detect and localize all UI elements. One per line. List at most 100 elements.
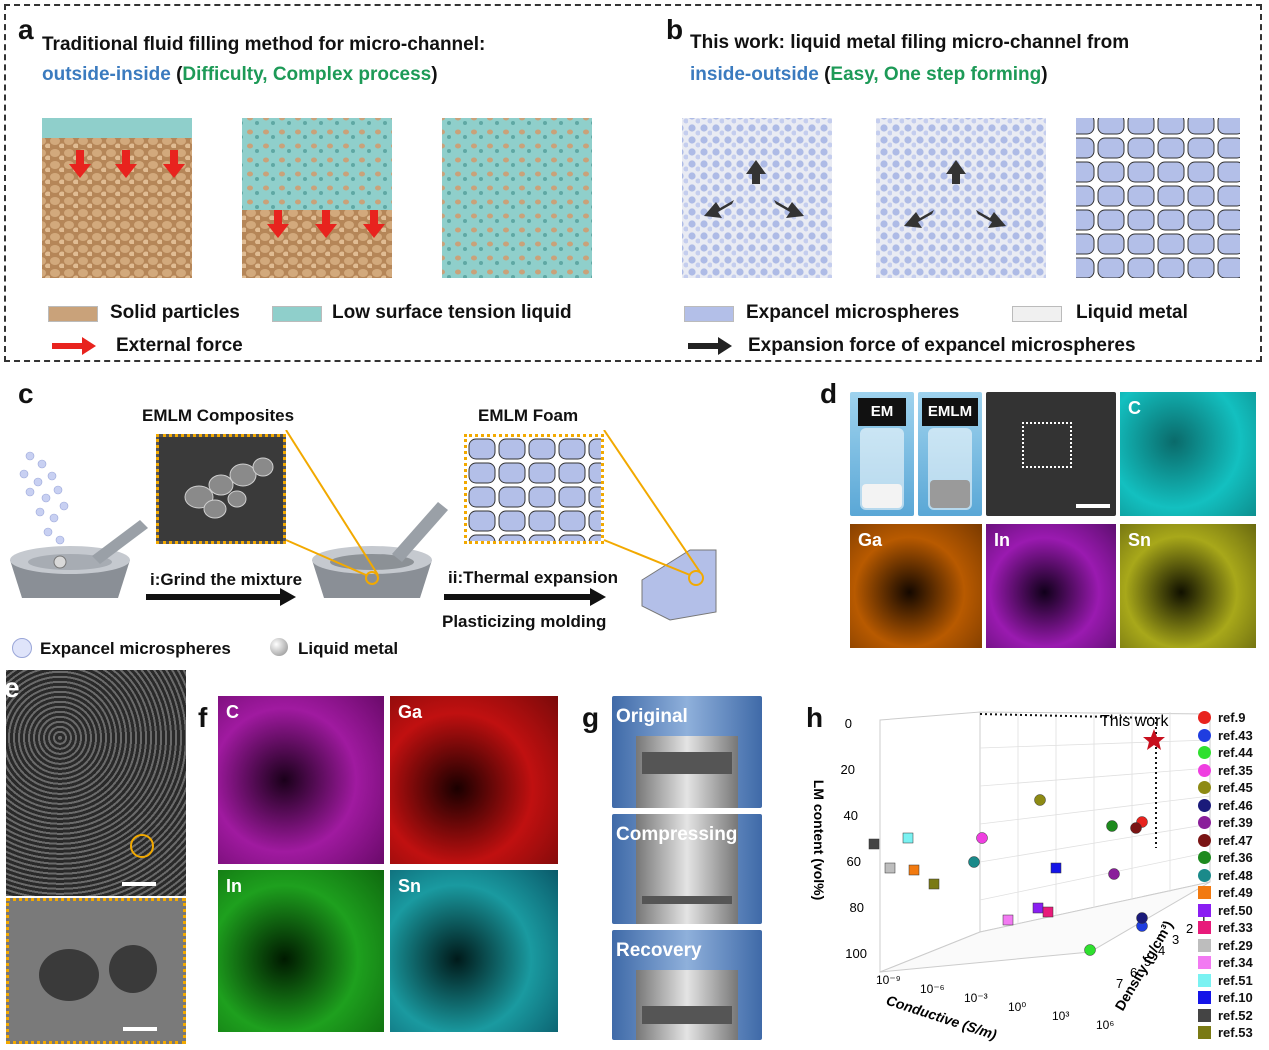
- legend-swatch: [1198, 746, 1211, 759]
- data-point-ref-52: [868, 838, 880, 850]
- legend-swatch: [1198, 921, 1211, 934]
- vial-em-photo: EM: [850, 392, 914, 516]
- expansion-force-arrows-2: [904, 160, 1006, 228]
- z-tick-label: 3: [1172, 932, 1179, 947]
- this-work-star: [1143, 729, 1165, 750]
- expansion-force-arrows-1: [704, 160, 804, 218]
- liquid-metal-legend-icon: [270, 638, 288, 656]
- data-point-ref-53: [928, 878, 940, 890]
- data-point-ref-45: [1034, 794, 1046, 806]
- legend-swatch: [1198, 956, 1211, 969]
- mortar-1: [10, 520, 148, 598]
- foam-sem-zoom-image: [9, 901, 183, 1041]
- legend-label: ref.52: [1218, 1007, 1253, 1023]
- solid-particles-swatch: [48, 306, 98, 322]
- panel-h-letter: h: [806, 702, 824, 733]
- legend-expancel: Expancel microspheres: [746, 302, 960, 323]
- composites-sem-image: [159, 437, 283, 541]
- legend-label: ref.33: [1218, 920, 1253, 935]
- data-point-ref-34: [1002, 914, 1014, 926]
- microsphere-block-1: [682, 118, 832, 278]
- legend-swatch: [1198, 781, 1211, 794]
- data-point-ref-50: [1032, 902, 1044, 914]
- legend-label: ref.34: [1218, 955, 1253, 970]
- state-original: Original: [616, 706, 688, 727]
- vial-emlm-photo: EMLM: [918, 392, 982, 516]
- legend-c-liquid-metal: Liquid metal: [298, 639, 399, 658]
- data-point-ref-39: [1108, 868, 1120, 880]
- particle-block-1: [42, 118, 192, 278]
- eds-map-d-c: C: [1120, 392, 1256, 516]
- legend-external-force: External force: [116, 335, 243, 356]
- panel-a-title: Traditional fluid filling method for mic…: [42, 34, 486, 55]
- legend-label: ref.46: [1218, 797, 1253, 813]
- y-tick-label: 60: [847, 854, 861, 869]
- z-tick-label: 6: [1130, 965, 1137, 980]
- legend-swatch: [1198, 798, 1211, 812]
- legend-label: ref.9: [1218, 710, 1246, 725]
- legend-swatch: [1198, 1026, 1211, 1039]
- black-arrow-icon: [688, 337, 732, 355]
- x-tick-label: 10³: [1052, 1009, 1069, 1023]
- legend-label: ref.44: [1218, 745, 1253, 760]
- foam-sem-overview: [6, 670, 186, 896]
- zoom-circle: [130, 834, 154, 858]
- microsphere-legend-icon: [12, 638, 32, 658]
- legend-label: ref.45: [1218, 780, 1253, 795]
- y-tick-label: 20: [841, 762, 855, 777]
- step-grind-label: i:Grind the mixture: [150, 570, 303, 589]
- this-work-annotation: This work: [1100, 713, 1169, 730]
- data-point-ref-47: [1130, 822, 1142, 834]
- panel-f-letter: f: [198, 702, 208, 733]
- legend-solid-particles: Solid particles: [110, 302, 240, 323]
- legend-swatch: [1198, 816, 1211, 829]
- liquid-metal-swatch: [1012, 306, 1062, 322]
- vial-em-label: EM: [858, 398, 906, 426]
- microspheres-swatch: [684, 306, 734, 322]
- panel-e-letter: e: [4, 672, 20, 703]
- eds-map-d-in: In: [986, 524, 1116, 648]
- panel-a-render-series: [42, 118, 592, 278]
- panel-b-letter: b: [666, 14, 684, 45]
- eds-map-f-in: In: [218, 870, 384, 1032]
- legend-swatch: [1198, 973, 1211, 987]
- legend-c-expancel: Expancel microspheres: [40, 639, 231, 658]
- eds-map-f-ga: Ga: [390, 696, 558, 864]
- legend-label: ref.47: [1218, 832, 1253, 848]
- x-tick-label: 10⁻³: [964, 991, 988, 1005]
- chart-wall-left: [879, 711, 981, 973]
- panel-d-letter: d: [820, 378, 838, 409]
- compression-compressing-photo: Compressing: [612, 814, 762, 924]
- panel-g-letter: g: [582, 702, 600, 733]
- mortar-2: [312, 502, 448, 598]
- x-tick-label: 10⁶: [1096, 1018, 1114, 1032]
- external-force-arrows-2: [267, 210, 385, 238]
- emlm-foam-label: EMLM Foam: [478, 406, 579, 425]
- data-point-ref-46: [1136, 912, 1148, 924]
- panel-ab-frame: [4, 4, 1262, 362]
- legend-label: ref.36: [1218, 850, 1253, 865]
- scale-bar: [1076, 504, 1110, 508]
- x-tick-label: 10⁰: [1008, 1000, 1026, 1014]
- chart-floor: [879, 881, 1211, 973]
- legend-swatch: [1198, 1008, 1211, 1022]
- legend-label: ref.50: [1218, 902, 1253, 918]
- emlm-sem-image: [986, 392, 1116, 516]
- y-tick-label: 100: [845, 946, 867, 961]
- data-point-ref-49: [908, 864, 920, 876]
- panel-a-subtitle-note: Difficulty, Complex process: [182, 64, 432, 85]
- legend-swatch: [1198, 833, 1211, 847]
- legend-label: ref.49: [1218, 885, 1253, 900]
- panel-b-subtitle-direction: inside-outside: [690, 64, 819, 85]
- y-axis-title: LM content (vol%): [811, 780, 827, 901]
- legend-swatch: [1198, 728, 1211, 742]
- legend-swatch: [1198, 763, 1211, 777]
- data-point-ref-36: [1106, 820, 1118, 832]
- legend-expansion-force: Expansion force of expancel microspheres: [748, 335, 1136, 356]
- data-point-ref-48: [968, 856, 980, 868]
- process-arrow-2: [444, 588, 606, 606]
- legend-liquid: Low surface tension liquid: [332, 302, 572, 323]
- legend-swatch: [1198, 903, 1211, 917]
- eds-map-d-sn: Sn: [1120, 524, 1256, 648]
